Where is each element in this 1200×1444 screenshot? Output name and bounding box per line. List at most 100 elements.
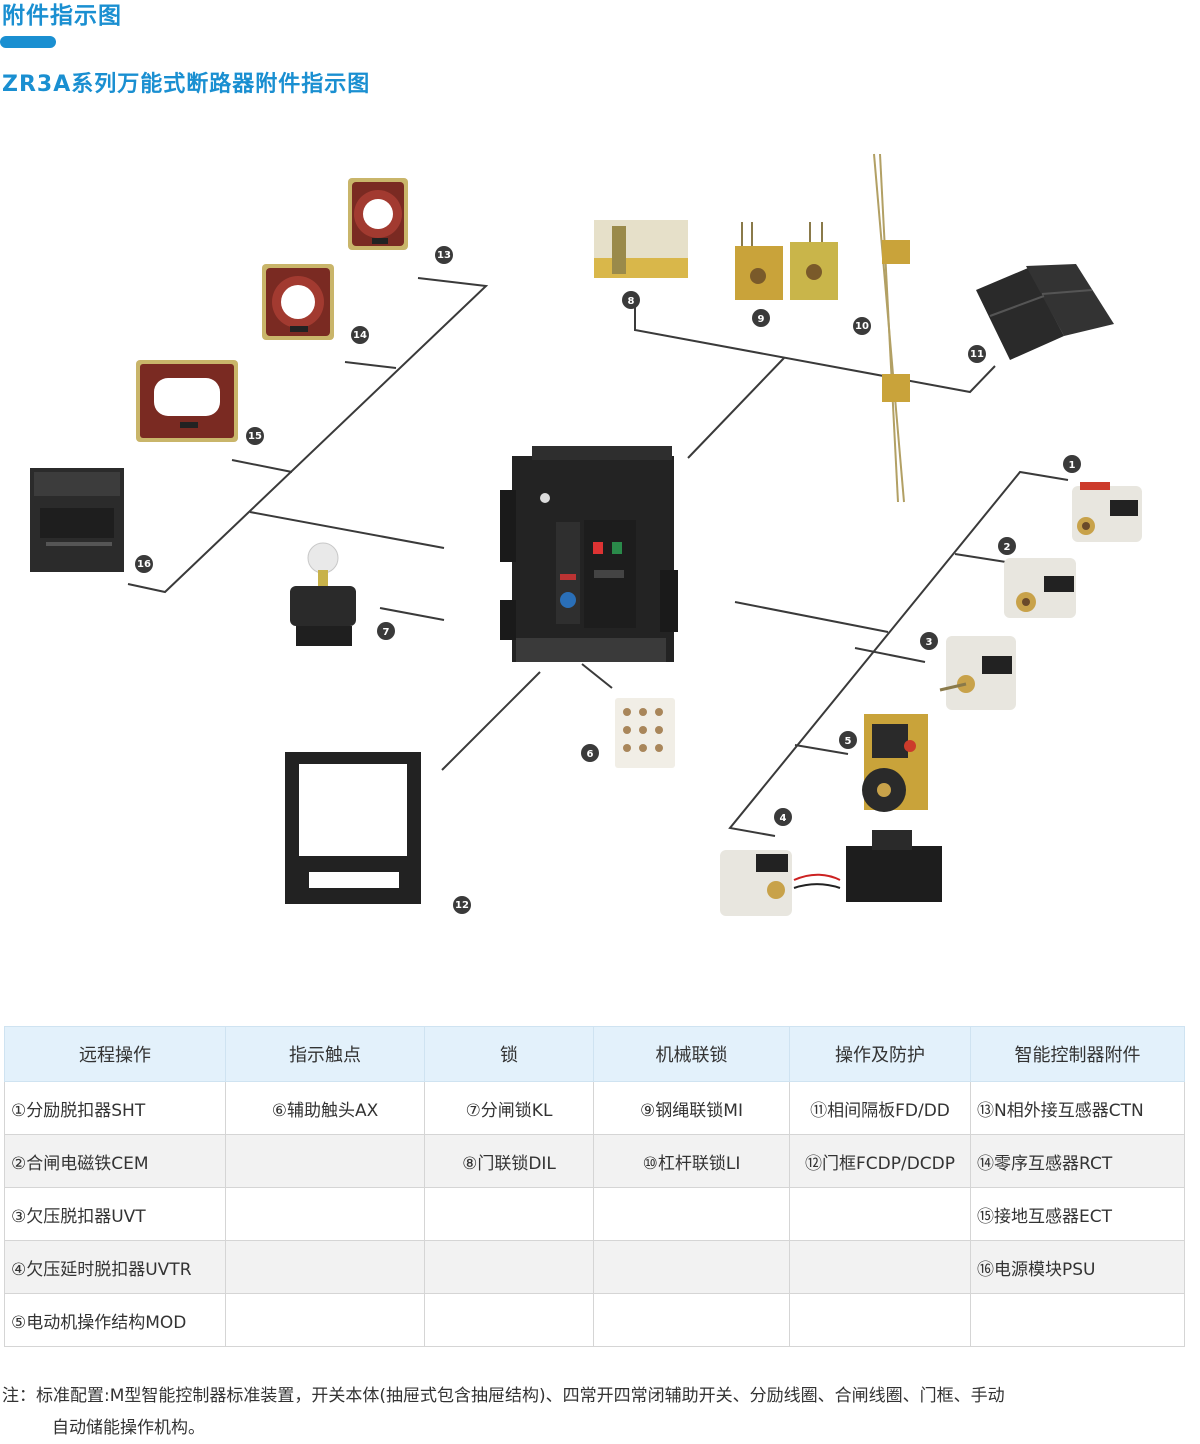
marker-6: 6 [581,744,599,762]
table-cell: ①分励脱扣器SHT [4,1081,226,1135]
table-cell: ⑭零序互感器RCT [970,1134,1185,1188]
door-frame-image [285,752,421,904]
page-title: 附件指示图 [2,3,122,29]
table-header: 智能控制器附件 [970,1026,1185,1082]
aux-contact-image [615,698,675,768]
table-cell: ⑩杠杆联锁LI [593,1134,790,1188]
marker-2: 2 [998,537,1016,555]
table-cell [593,1293,790,1347]
table-cell [225,1293,425,1347]
marker-16: 16 [135,555,153,573]
table-header: 操作及防护 [789,1026,971,1082]
lever-interlock-image [873,153,910,503]
marker-3: 3 [920,632,938,650]
table-cell [424,1240,594,1294]
footnote: 注：标准配置:M型智能控制器标准装置，开关本体(抽屉式包含抽屉结构)、四常开四常… [2,1380,1198,1444]
table-cell: ⑪相间隔板FD/DD [789,1081,971,1135]
table-cell: ⑮接地互感器ECT [970,1187,1185,1241]
svg-text:6: 6 [587,749,594,760]
svg-text:15: 15 [248,431,262,442]
svg-text:12: 12 [455,900,469,911]
title-underline-bar [0,36,56,48]
ct-ect-image [136,360,238,442]
open-lock-image [290,542,356,646]
table-cell [789,1240,971,1294]
svg-text:2: 2 [1004,542,1011,553]
table-row: ④欠压延时脱扣器UVTR ⑯电源模块PSU [4,1240,1185,1294]
uvtr-image [720,830,942,916]
svg-text:14: 14 [353,330,367,341]
footnote-line-1: 标准配置:M型智能控制器标准装置，开关本体(抽屉式包含抽屉结构)、四常开四常闭辅… [36,1386,1005,1406]
marker-13: 13 [435,246,453,264]
table-cell [225,1134,425,1188]
table-cell: ③欠压脱扣器UVT [4,1187,226,1241]
accessory-table: 远程操作 指示触点 锁 机械联锁 操作及防护 智能控制器附件 ①分励脱扣器SHT… [4,1026,1185,1347]
marker-7: 7 [377,622,395,640]
svg-text:5: 5 [845,736,852,747]
footnote-line-2: 自动储能操作机构。 [52,1418,205,1438]
table-header-row: 远程操作 指示触点 锁 机械联锁 操作及防护 智能控制器附件 [4,1026,1185,1082]
table-cell [424,1293,594,1347]
table-cell [225,1240,425,1294]
table-header: 指示触点 [225,1026,425,1082]
svg-text:13: 13 [437,250,451,261]
table-cell: ⑨钢绳联锁MI [593,1081,790,1135]
svg-text:16: 16 [137,559,151,570]
table-cell: ②合闸电磁铁CEM [4,1134,226,1188]
table-cell: ⑤电动机操作结构MOD [4,1293,226,1347]
svg-text:1: 1 [1069,460,1076,471]
table-cell: ④欠压延时脱扣器UVTR [4,1240,226,1294]
table-cell: ⑦分闸锁KL [424,1081,594,1135]
motor-mechanism-image [862,714,928,812]
marker-5: 5 [839,731,857,749]
table-row: ③欠压脱扣器UVT ⑮接地互感器ECT [4,1187,1185,1241]
connector-lines [127,277,1069,837]
svg-text:7: 7 [383,627,390,638]
marker-15: 15 [246,427,264,445]
marker-14: 14 [351,326,369,344]
closing-magnet-image [1004,558,1076,618]
table-cell [789,1293,971,1347]
table-header: 机械联锁 [593,1026,790,1082]
table-cell [970,1293,1185,1347]
accessory-diagram: 1 2 3 4 5 6 7 8 9 10 11 12 13 14 15 16 [30,153,1142,916]
marker-1: 1 [1063,455,1081,473]
door-interlock-image [594,220,688,278]
table-cell [424,1187,594,1241]
table-cell: ⑫门框FCDP/DCDP [789,1134,971,1188]
table-header: 远程操作 [4,1026,226,1082]
footnote-prefix: 注： [2,1386,36,1406]
uvt-image [939,636,1016,710]
svg-text:4: 4 [780,813,787,824]
page-subtitle: ZR3A系列万能式断路器附件指示图 [2,72,371,97]
svg-text:9: 9 [758,314,765,325]
table-cell [593,1240,790,1294]
table-cell [225,1187,425,1241]
table-cell [789,1187,971,1241]
table-row: ⑤电动机操作结构MOD [4,1293,1185,1347]
ct-ctn-image [348,178,408,250]
breaker-body-image [500,446,678,662]
psu-image [30,468,124,572]
table-header: 锁 [424,1026,594,1082]
svg-text:10: 10 [855,321,869,332]
marker-10: 10 [853,317,871,335]
table-row: ②合闸电磁铁CEM ⑧门联锁DIL ⑩杠杆联锁LI ⑫门框FCDP/DCDP ⑭… [4,1134,1185,1188]
table-row: ①分励脱扣器SHT ⑥辅助触头AX ⑦分闸锁KL ⑨钢绳联锁MI ⑪相间隔板FD… [4,1081,1185,1135]
ct-rct-image [262,264,334,340]
table-cell: ⑯电源模块PSU [970,1240,1185,1294]
svg-text:3: 3 [926,637,933,648]
table-cell: ⑬N相外接互感器CTN [970,1081,1185,1135]
marker-8: 8 [622,291,640,309]
marker-9: 9 [752,309,770,327]
svg-text:11: 11 [970,349,984,360]
table-cell [593,1187,790,1241]
cable-interlock-image [735,222,838,300]
phase-barrier-image [976,264,1114,360]
marker-12: 12 [453,896,471,914]
table-cell: ⑥辅助触头AX [225,1081,425,1135]
table-cell: ⑧门联锁DIL [424,1134,594,1188]
svg-text:8: 8 [628,296,635,307]
marker-11: 11 [968,345,986,363]
marker-4: 4 [774,808,792,826]
